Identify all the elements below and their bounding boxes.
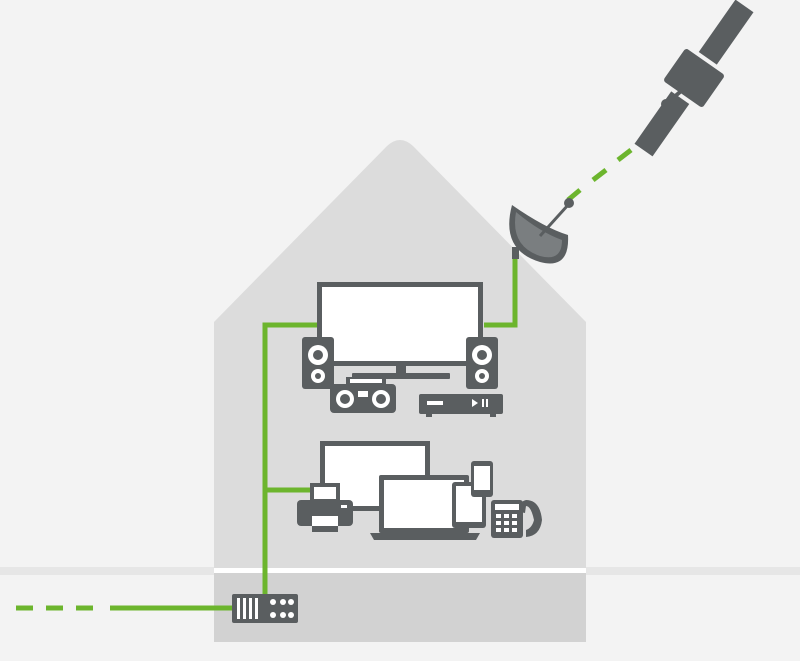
set-top-box-icon bbox=[419, 394, 503, 417]
speaker-icon bbox=[302, 337, 334, 389]
network-router-icon bbox=[232, 594, 298, 623]
tablet-icon bbox=[452, 482, 486, 528]
laptop-icon bbox=[370, 475, 480, 540]
telephone-icon bbox=[491, 500, 542, 538]
satellite-dish-icon bbox=[509, 198, 574, 264]
satellite-icon bbox=[634, 0, 754, 157]
house-basement-bottom bbox=[214, 600, 586, 642]
boombox-icon bbox=[330, 377, 396, 413]
ground-line bbox=[214, 568, 586, 573]
internal-cabling bbox=[262, 250, 518, 595]
television-icon bbox=[317, 282, 483, 379]
printer-icon bbox=[297, 483, 353, 532]
speaker-icon bbox=[466, 337, 498, 389]
smartphone-icon bbox=[471, 461, 493, 497]
house-shape bbox=[214, 140, 586, 642]
